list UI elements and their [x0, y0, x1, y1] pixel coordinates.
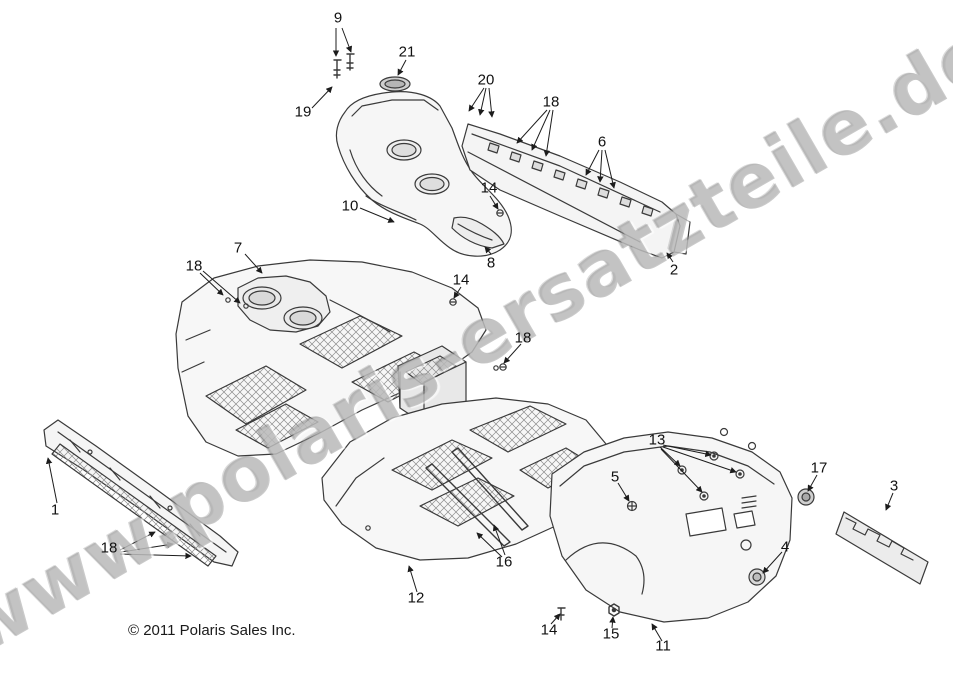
- leader-lines: [45, 27, 894, 642]
- callout: 4: [780, 538, 790, 556]
- drain-plug-part: [748, 568, 766, 586]
- callout: 19: [294, 103, 312, 121]
- callout: 18: [100, 539, 118, 557]
- support-rods-part: [425, 447, 529, 547]
- rocker-panel-part: [43, 419, 239, 567]
- callout: 14: [540, 621, 558, 639]
- callout: 17: [810, 459, 828, 477]
- callout: 13: [648, 431, 666, 449]
- rear-closeoff-panel-part: [549, 427, 793, 623]
- bottom-hardware: [557, 603, 620, 621]
- callout: 3: [889, 477, 899, 495]
- front-floor-pan-part: [175, 259, 499, 457]
- rear-floor-pan-part: [321, 397, 609, 561]
- callout: 10: [341, 197, 359, 215]
- callout: 20: [477, 71, 495, 89]
- callout: 21: [398, 43, 416, 61]
- callout: 9: [333, 9, 343, 27]
- center-console-part: [335, 91, 512, 257]
- callout: 7: [233, 239, 243, 257]
- console-bracket-part: [451, 216, 505, 249]
- callout: 11: [655, 637, 671, 655]
- callout: 2: [669, 261, 679, 279]
- callout: 18: [514, 329, 532, 347]
- screw-14-hardware: [449, 209, 507, 371]
- sill-trim-part: [835, 511, 929, 585]
- callout: 5: [610, 468, 620, 486]
- callout: 14: [452, 271, 470, 289]
- callout: 6: [597, 133, 607, 151]
- screw-5-hardware: [626, 500, 638, 512]
- dash-closeoff-panel-part: [461, 123, 691, 259]
- grommet-17-part: [797, 488, 815, 506]
- callout: 14: [480, 179, 498, 197]
- callout: 16: [495, 553, 513, 571]
- callout: 12: [407, 589, 425, 607]
- console-grommet-part: [379, 76, 411, 92]
- callout: 18: [185, 257, 203, 275]
- copyright-text: © 2011 Polaris Sales Inc.: [128, 622, 296, 639]
- callout: 1: [50, 501, 60, 519]
- callout: 15: [602, 625, 620, 643]
- console-bolts-hardware: [333, 53, 355, 79]
- callout: 18: [542, 93, 560, 111]
- callout: 8: [486, 254, 496, 272]
